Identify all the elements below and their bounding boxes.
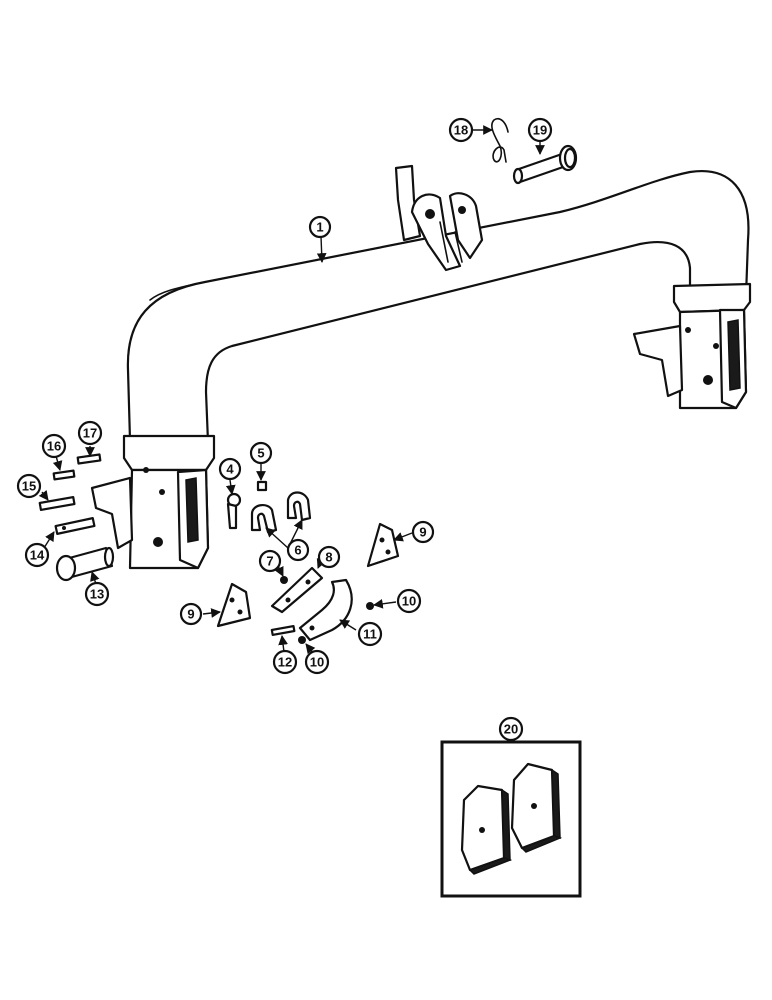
callout-15: 15 [16, 473, 42, 499]
callout-10a: 10 [396, 588, 422, 614]
svg-text:14: 14 [30, 548, 45, 563]
svg-text:8: 8 [325, 550, 332, 565]
lynch-clip [226, 492, 242, 530]
link-plate-8 [270, 566, 324, 614]
callout-10b: 10 [304, 649, 330, 675]
callout-18: 18 [448, 117, 474, 143]
svg-text:19: 19 [533, 123, 547, 138]
curved-link-11 [298, 578, 353, 642]
svg-text:18: 18 [454, 123, 468, 138]
svg-text:16: 16 [47, 439, 61, 454]
gusset-plate-9a [216, 582, 252, 628]
nut-10b [298, 636, 306, 644]
drawbar-frame [126, 164, 750, 444]
svg-text:6: 6 [294, 543, 301, 558]
callout-6: 6 [286, 538, 310, 562]
callout-4: 4 [218, 457, 242, 481]
callout-5: 5 [249, 441, 273, 465]
gusset-plate-9b [366, 522, 400, 568]
bolt-12 [270, 625, 296, 636]
nut-7 [280, 576, 288, 584]
callout-19: 19 [527, 117, 553, 143]
svg-text:10: 10 [310, 655, 324, 670]
svg-text:5: 5 [257, 446, 264, 461]
strap-clamps [250, 491, 312, 534]
nut-10a [366, 602, 374, 610]
svg-text:13: 13 [90, 587, 104, 602]
pin-15 [38, 495, 76, 511]
callout-7: 7 [258, 549, 282, 573]
svg-text:17: 17 [83, 426, 97, 441]
roll-pin-16 [52, 469, 76, 481]
callout-13: 13 [84, 581, 110, 607]
svg-text:9: 9 [187, 607, 194, 622]
callout-8: 8 [317, 545, 341, 569]
callout-20: 20 [498, 716, 524, 742]
svg-text:9: 9 [419, 525, 426, 540]
callout-1: 1 [308, 215, 332, 239]
svg-text:1: 1 [316, 220, 323, 235]
hitch-pin-13 [55, 546, 115, 582]
clevis-pin [512, 144, 578, 185]
svg-text:4: 4 [226, 462, 234, 477]
pin-14 [54, 517, 96, 535]
callout-14: 14 [24, 542, 50, 568]
callout-9a: 9 [179, 602, 203, 626]
callout-11: 11 [357, 621, 383, 647]
callout-17: 17 [77, 420, 103, 446]
svg-text:15: 15 [22, 479, 36, 494]
hairpin-clip [491, 117, 509, 163]
callout-12: 12 [272, 649, 298, 675]
svg-text:7: 7 [266, 554, 273, 569]
left-hitch-bracket [90, 434, 216, 570]
svg-text:12: 12 [278, 655, 292, 670]
callout-9b: 9 [411, 520, 435, 544]
right-hitch-bracket [632, 282, 752, 410]
inset-wear-pads [440, 740, 582, 898]
roll-pin-17 [76, 453, 102, 465]
bushing-5 [256, 480, 268, 492]
svg-text:11: 11 [363, 627, 377, 642]
svg-text:20: 20 [504, 722, 518, 737]
callout-16: 16 [41, 433, 67, 459]
svg-text:10: 10 [402, 594, 416, 609]
